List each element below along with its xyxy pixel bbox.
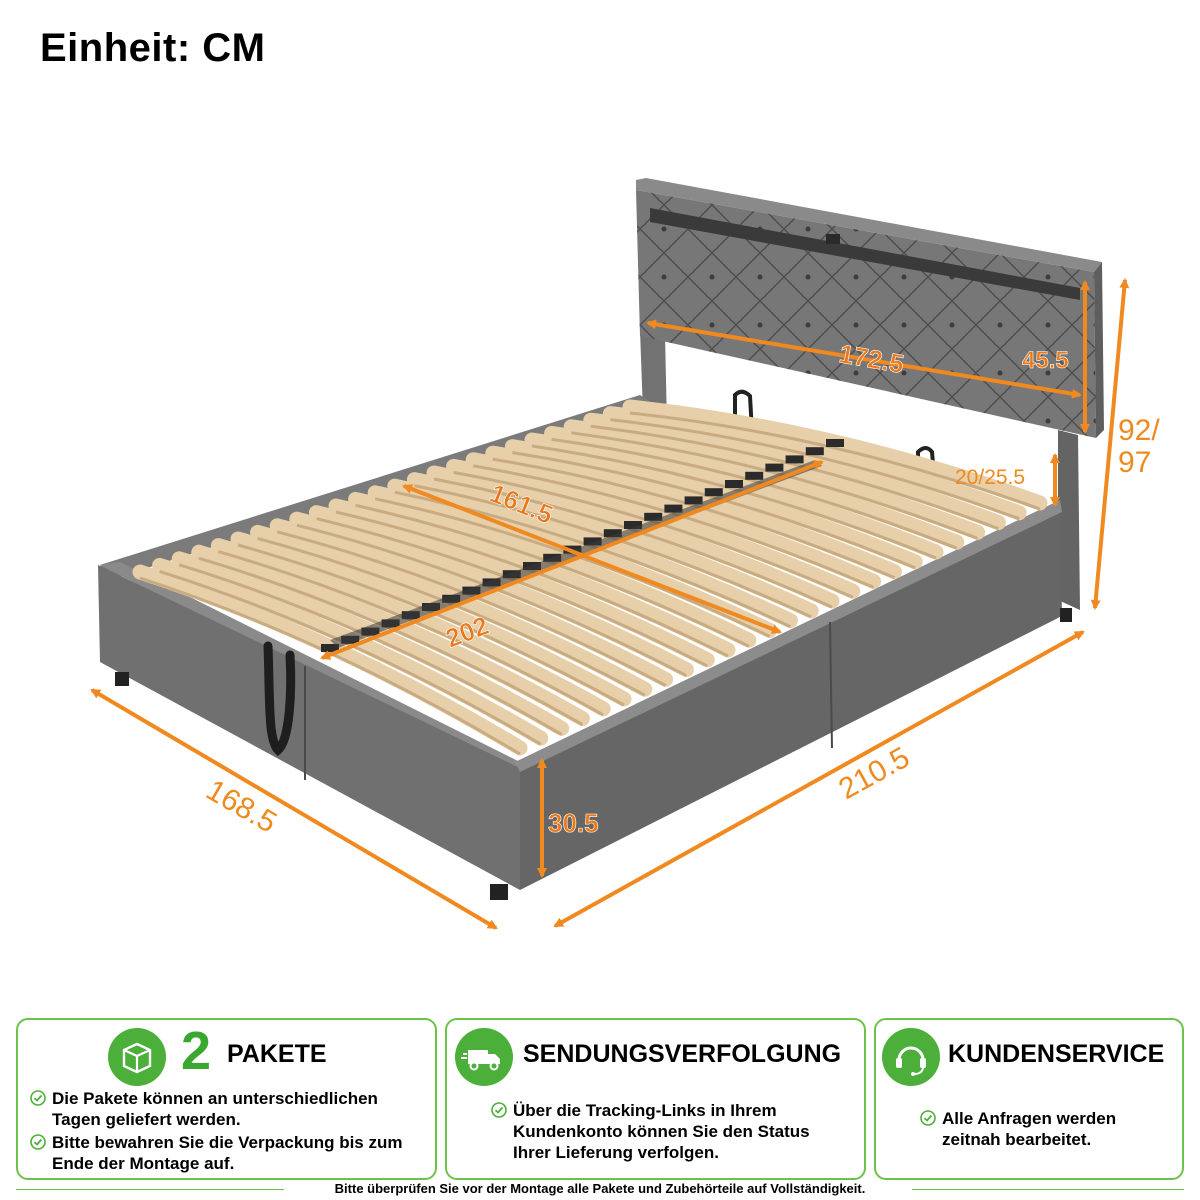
dim-line-headboard-width bbox=[646, 319, 1082, 399]
tracking-bullet-list: Über die Tracking-Links in Ihrem Kundenk… bbox=[491, 1100, 831, 1165]
slat-holder bbox=[785, 455, 804, 464]
list-item: Alle Anfragen werden zeitnah bearbeitet. bbox=[920, 1108, 1160, 1150]
check-circle-icon bbox=[920, 1110, 936, 1126]
unit-title: Einheit: CM bbox=[40, 26, 266, 70]
leg bbox=[115, 672, 129, 686]
leg bbox=[490, 884, 508, 900]
footer-divider-right bbox=[912, 1189, 1184, 1190]
package-count: 2 bbox=[181, 1021, 212, 1081]
card-title-service: KUNDENSERVICE bbox=[948, 1040, 1165, 1068]
slat-holder bbox=[725, 480, 743, 488]
label-outer-length: 210.5 bbox=[833, 741, 915, 806]
slat-edge bbox=[629, 411, 1041, 511]
headboard bbox=[636, 178, 1104, 438]
slat-holder bbox=[826, 439, 844, 447]
dim-line-outer-length bbox=[553, 630, 1085, 928]
dimension-lines bbox=[90, 278, 1130, 930]
slat-holder bbox=[765, 463, 784, 472]
label-total-height-line1: 92/ bbox=[1118, 414, 1160, 447]
label-headboard-height: 45.5 bbox=[1022, 347, 1069, 374]
check-circle-icon bbox=[491, 1102, 507, 1118]
slat-holder bbox=[805, 447, 824, 456]
label-side-height: 30.5 bbox=[548, 808, 599, 838]
headset-icon bbox=[882, 1028, 940, 1086]
bed-dimension-diagram: 172.5 45.5 92/ 97 20/25.5 161.5 202 168.… bbox=[90, 178, 1160, 930]
label-total-height-line2: 97 bbox=[1118, 446, 1151, 479]
leg bbox=[1060, 608, 1072, 622]
list-item: Die Pakete können an unterschiedlichen T… bbox=[30, 1088, 430, 1130]
card-tracking: SENDUNGSVERFOLGUNG Über die Tracking-Lin… bbox=[445, 1018, 866, 1180]
footer-divider-left bbox=[16, 1189, 284, 1190]
card-packages: 2 PAKETE Die Pakete können an unterschie… bbox=[16, 1018, 437, 1180]
delivery-truck-icon bbox=[455, 1028, 513, 1086]
check-circle-icon bbox=[30, 1134, 46, 1150]
led-strip bbox=[650, 208, 1080, 300]
usb-port bbox=[826, 234, 840, 244]
footer-note: Bitte überprüfen Sie vor der Montage all… bbox=[334, 1181, 866, 1196]
card-service: KUNDENSERVICE Alle Anfragen werden zeitn… bbox=[874, 1018, 1184, 1180]
list-item: Bitte bewahren Sie die Verpackung bis zu… bbox=[30, 1132, 430, 1174]
packages-bullet-list: Die Pakete können an unterschiedlichen T… bbox=[30, 1088, 430, 1176]
label-leg-clearance: 20/25.5 bbox=[955, 466, 1025, 489]
card-title-tracking: SENDUNGSVERFOLGUNG bbox=[523, 1040, 842, 1068]
dim-line-total-height bbox=[1090, 278, 1130, 610]
slat-holder bbox=[745, 471, 764, 480]
check-circle-icon bbox=[30, 1090, 46, 1106]
label-outer-width: 168.5 bbox=[201, 773, 283, 839]
card-title-packages: PAKETE bbox=[227, 1040, 327, 1068]
dim-line-outer-width bbox=[90, 688, 498, 930]
package-box-icon bbox=[108, 1028, 166, 1086]
headboard-post-right bbox=[1058, 430, 1080, 610]
dim-line-inner-length bbox=[320, 460, 824, 660]
slat-holder bbox=[704, 488, 723, 497]
gas-lift-handle bbox=[916, 446, 937, 490]
list-item: Über die Tracking-Links in Ihrem Kundenk… bbox=[491, 1100, 831, 1163]
service-bullet-list: Alle Anfragen werden zeitnah bearbeitet. bbox=[920, 1108, 1160, 1152]
slat-edge bbox=[610, 418, 1020, 521]
